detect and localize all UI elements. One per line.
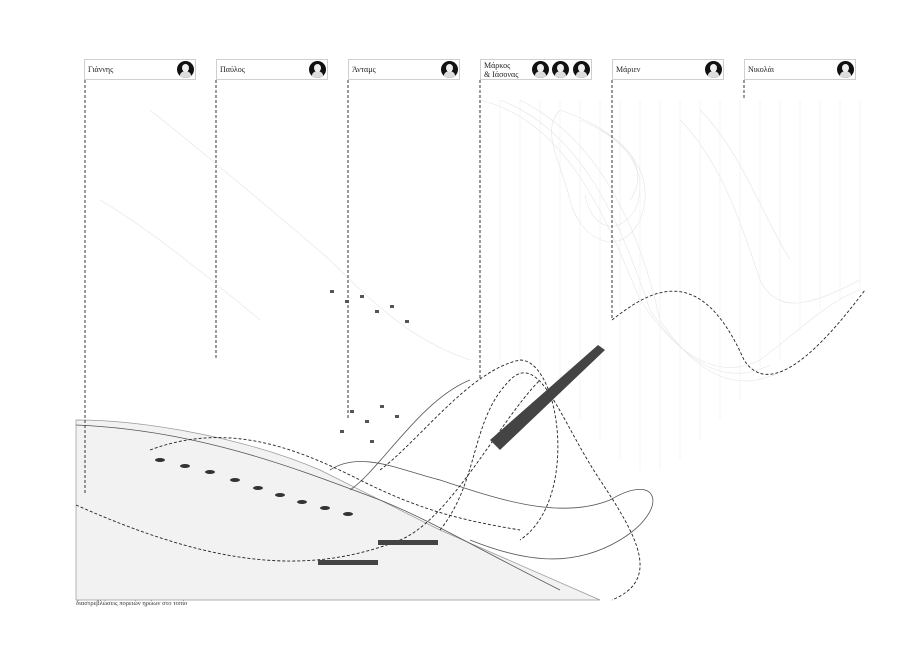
bridge (490, 345, 605, 450)
village-buildings (330, 290, 409, 443)
column-header-antams: Άνταμς (348, 59, 460, 80)
portrait-icon (837, 61, 854, 78)
portrait-icon (309, 61, 326, 78)
shoreline (75, 419, 601, 601)
column-header-giannis: Γιάννης (84, 59, 196, 80)
caption: διαστρεβλώσεις πορειών ηρώων στο τοπίο (76, 600, 188, 607)
pier (318, 540, 438, 565)
portrait-icon (441, 61, 458, 78)
column-label: Μάριεν (616, 65, 641, 74)
portrait-icon (552, 61, 569, 78)
column-label: Άνταμς (352, 65, 376, 74)
portrait-icon (177, 61, 194, 78)
portrait-icon (705, 61, 722, 78)
label-line: Μάρκος (484, 61, 511, 70)
portrait-icon (573, 61, 590, 78)
column-header-marien: Μάριεν (612, 59, 724, 80)
label-line: & Ιάσονας (484, 70, 519, 79)
portrait-icon (532, 61, 549, 78)
column-label: Γιάννης (88, 65, 114, 74)
column-label: Μάρκος& Ιάσονας (484, 61, 518, 79)
boats (155, 458, 353, 516)
column-header-nikolai: Νικολάι (744, 59, 856, 80)
column-header-markos-iasonas: Μάρκος& Ιάσονας (480, 59, 592, 80)
column-label: Παύλος (220, 65, 245, 74)
column-header-pavlos: Παύλος (216, 59, 328, 80)
column-label: Νικολάι (748, 65, 775, 74)
